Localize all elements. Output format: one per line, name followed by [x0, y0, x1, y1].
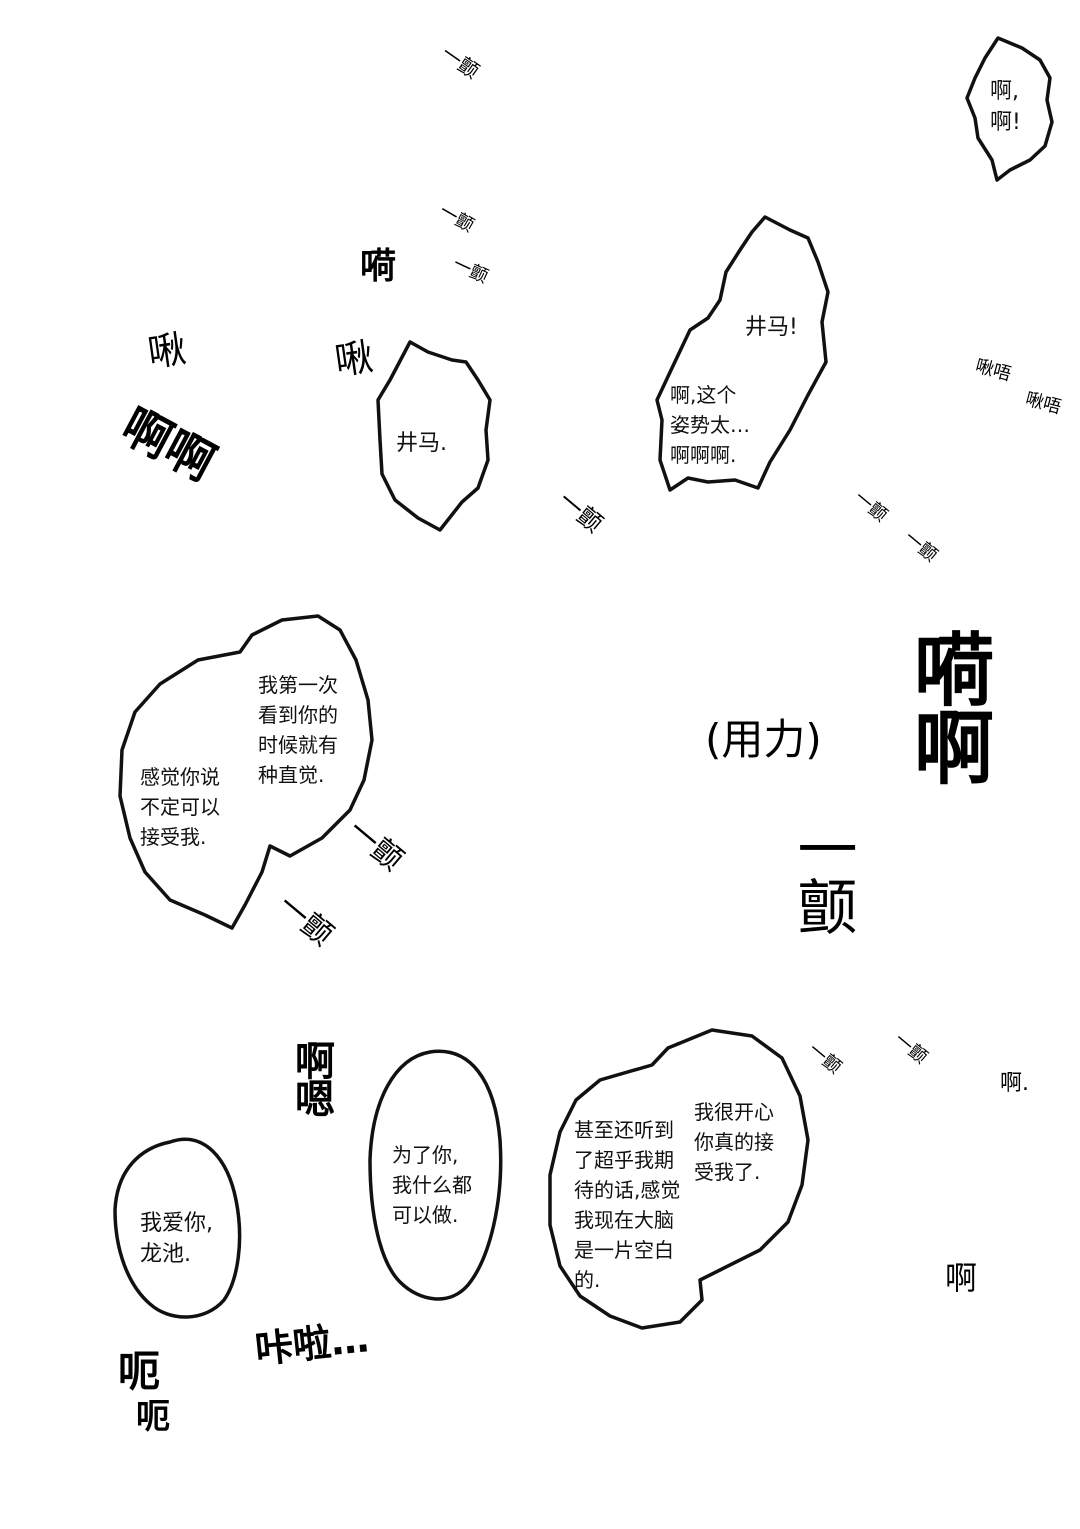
bubble-text: 我爱你, 龙池.	[140, 1211, 213, 1267]
speech-bubble	[965, 36, 1054, 182]
bubble-text: 感觉你说 不定可以 接受我.	[140, 765, 220, 849]
sfx-ah-en: 啊嗯	[288, 1040, 334, 1116]
bubble-text: 井马.	[396, 431, 447, 456]
sfx-ke-ah: 嗬啊	[901, 628, 994, 784]
speech-bubble	[655, 215, 830, 492]
sfx-e: 呃	[118, 1347, 161, 1396]
bubble-text: 啊,这个 姿势太… 啊啊啊.	[670, 383, 750, 467]
sfx-ke: 嗬	[360, 246, 397, 287]
bubble-text: 啊, 啊!	[990, 79, 1021, 135]
sfx-e: 呃	[136, 1397, 170, 1437]
speech-bubble	[376, 340, 492, 532]
bubble-text: 井马!	[745, 315, 798, 340]
speech-bubble	[548, 1028, 810, 1330]
speech-bubble	[113, 1137, 242, 1319]
bubble-text: 我第一次 看到你的 时候就有 种直觉.	[258, 673, 338, 787]
bubble-text: 甚至还听到 了超乎我期 待的话,感觉 我现在大脑 是一片空白 的.	[574, 1118, 681, 1292]
bubble-text: 为了你, 我什么都 可以做.	[392, 1143, 472, 1227]
sfx-ah-dot: 啊.	[1000, 1071, 1029, 1096]
sfx-ah: 啊	[945, 1259, 978, 1297]
speech-bubble	[118, 614, 374, 930]
sfx-jiu: 啾	[144, 326, 189, 376]
sfx-force: (用力)	[705, 715, 822, 764]
bubble-text: 我很开心 你真的接 受我了.	[694, 1100, 774, 1184]
sfx-tremble-large: 一颤	[787, 818, 857, 934]
sfx-jiu: 啾	[331, 334, 376, 384]
speech-bubble	[368, 1049, 503, 1301]
